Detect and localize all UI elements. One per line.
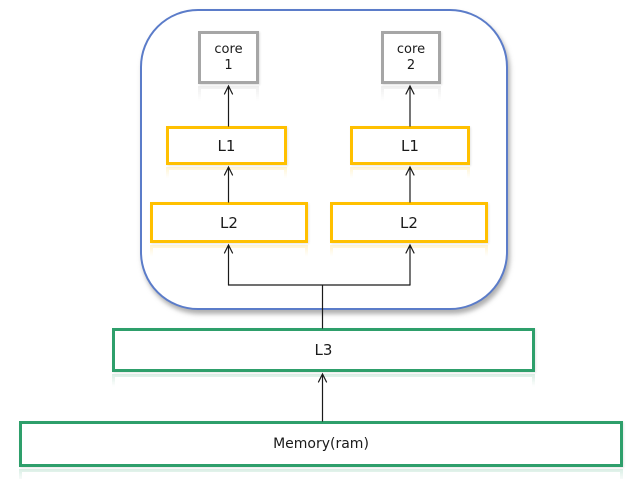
node-l2-left-label: L2 — [220, 213, 238, 232]
node-core-1-label: core 1 — [214, 41, 243, 73]
node-core-2-label: core 2 — [396, 41, 426, 73]
node-memory-label: Memory(ram) — [273, 436, 369, 452]
node-memory-ram: Memory(ram) — [19, 421, 623, 467]
node-l2-cache-left: L2 — [150, 202, 308, 243]
node-l1-right-label: L1 — [401, 136, 419, 155]
node-l1-left-label: L1 — [217, 136, 236, 155]
node-core-1: core 1 — [198, 31, 259, 84]
node-l1-cache-right: L1 — [350, 126, 470, 165]
node-l3-label: L3 — [314, 341, 333, 359]
node-l2-cache-right: L2 — [330, 202, 488, 243]
node-l2-right-label: L2 — [400, 213, 418, 232]
arrow-memory-to-l3 — [317, 372, 328, 422]
node-core-2: core 2 — [381, 31, 441, 84]
node-l3-cache: L3 — [112, 328, 535, 372]
node-l1-cache-left: L1 — [166, 126, 287, 165]
